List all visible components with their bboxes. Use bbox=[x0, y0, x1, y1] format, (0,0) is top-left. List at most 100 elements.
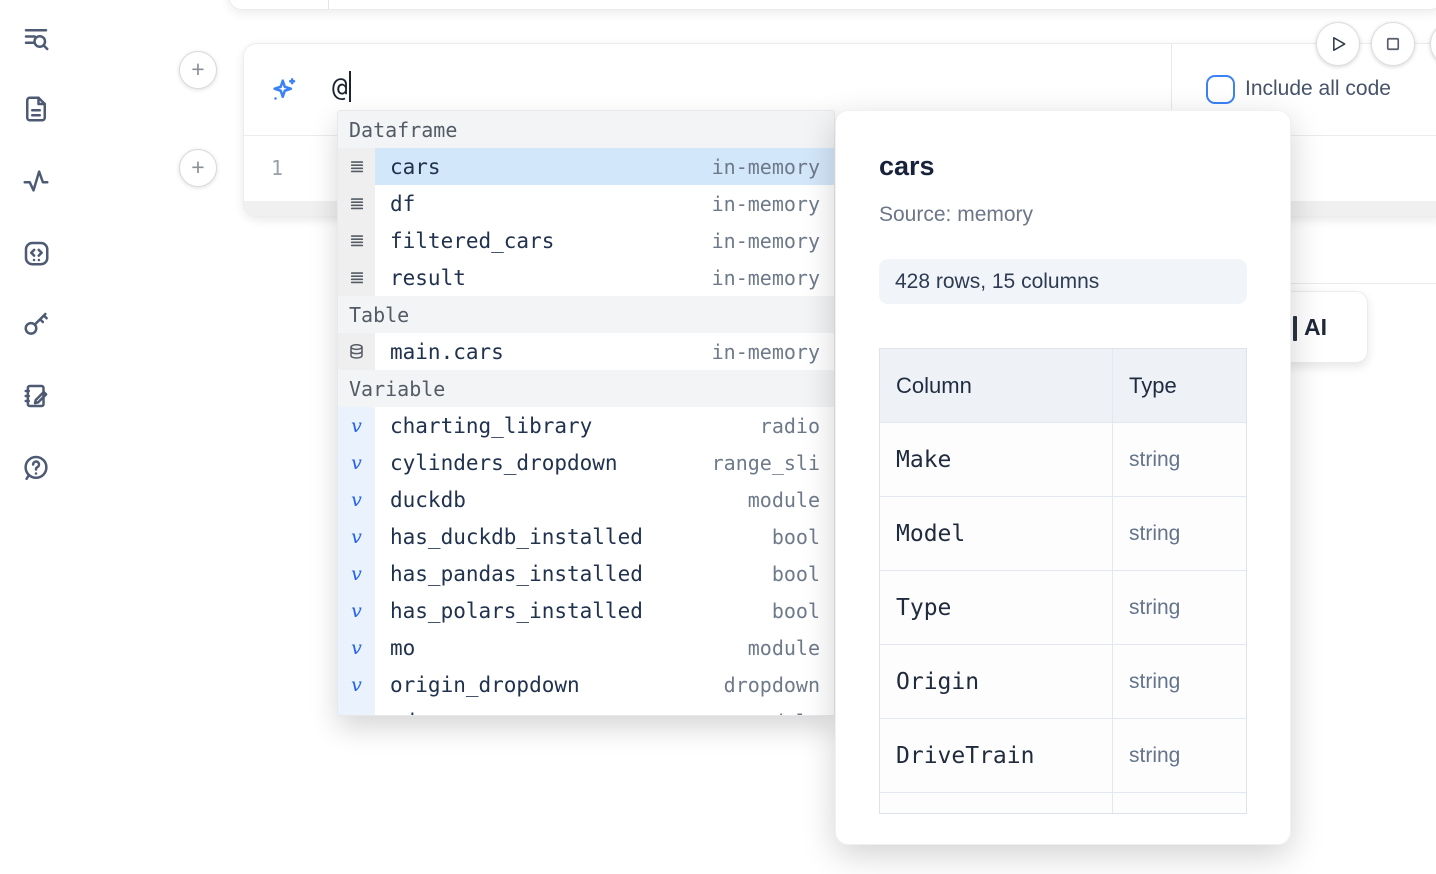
item-name: mo bbox=[390, 635, 416, 660]
item-detail: in-memory bbox=[711, 191, 820, 216]
item-detail: bool bbox=[771, 598, 820, 623]
add-cell-above-button[interactable]: + bbox=[179, 51, 217, 89]
column-type: string bbox=[1129, 595, 1181, 619]
include-all-code-label: Include all code bbox=[1245, 77, 1391, 100]
item-detail: bool bbox=[771, 524, 820, 549]
item-name: result bbox=[390, 265, 466, 290]
schema-row-origin: Origin string bbox=[880, 645, 1246, 719]
schema-row-drivetrain: DriveTrain string bbox=[880, 719, 1246, 793]
column-type: string bbox=[1129, 669, 1181, 693]
item-name: cylinders_dropdown bbox=[390, 450, 618, 475]
schema-header-row: Column Type bbox=[880, 349, 1246, 423]
variable-icon: v bbox=[338, 481, 375, 518]
notebook-pen-icon[interactable] bbox=[21, 381, 51, 411]
key-icon[interactable] bbox=[21, 309, 51, 339]
line-number: 1 bbox=[271, 156, 284, 180]
variable-icon: v bbox=[338, 703, 375, 715]
sidebar bbox=[0, 0, 72, 874]
dataframe-icon bbox=[338, 222, 375, 259]
autocomplete-item-cylinders-dropdown[interactable]: v cylinders_dropdown range_sli bbox=[338, 444, 834, 481]
autocomplete-item-has-pandas-installed[interactable]: v has_pandas_installed bool bbox=[338, 555, 834, 592]
stop-button[interactable] bbox=[1371, 22, 1415, 66]
dataframe-icon bbox=[338, 148, 375, 185]
autocomplete-item-origin-dropdown[interactable]: v origin_dropdown dropdown bbox=[338, 666, 834, 703]
prompt-divider bbox=[1171, 44, 1172, 136]
include-all-code-checkbox[interactable] bbox=[1206, 75, 1235, 104]
item-name: charting_library bbox=[390, 413, 593, 438]
item-name: cars bbox=[390, 154, 441, 179]
variable-icon: v bbox=[338, 444, 375, 481]
item-name: main.cars bbox=[390, 339, 504, 364]
code-snippet-icon[interactable] bbox=[21, 238, 51, 268]
item-detail: range_sli bbox=[711, 450, 820, 475]
schema-row-make: Make string bbox=[880, 423, 1246, 497]
autocomplete-item-df[interactable]: df in-memory bbox=[338, 185, 834, 222]
column-header: Column bbox=[880, 349, 1113, 422]
ai-button-icon-stub bbox=[1293, 316, 1297, 341]
item-name: df bbox=[390, 191, 416, 216]
variable-icon: v bbox=[338, 407, 375, 444]
previous-cell-card bbox=[228, 0, 1436, 10]
file-document-icon[interactable] bbox=[21, 94, 51, 124]
activity-icon[interactable] bbox=[21, 166, 51, 196]
column-name: Type bbox=[896, 594, 952, 621]
schema-row-type: Type string bbox=[880, 571, 1246, 645]
item-detail: bool bbox=[771, 561, 820, 586]
help-chat-icon[interactable] bbox=[21, 453, 51, 483]
run-cell-button[interactable] bbox=[1316, 22, 1360, 66]
item-name: pd bbox=[390, 710, 748, 716]
item-detail: in-memory bbox=[711, 154, 820, 179]
text-cursor bbox=[348, 71, 351, 102]
item-detail: in-memory bbox=[711, 228, 820, 253]
item-name: origin_dropdown bbox=[390, 672, 580, 697]
variable-icon: v bbox=[338, 518, 375, 555]
dataframe-icon bbox=[338, 185, 375, 222]
column-name: DriveTrain bbox=[896, 742, 1035, 769]
column-name: Make bbox=[896, 446, 952, 473]
column-type: string bbox=[1129, 743, 1181, 767]
dataframe-icon bbox=[338, 259, 375, 296]
autocomplete-item-duckdb[interactable]: v duckdb module bbox=[338, 481, 834, 518]
autocomplete-item-charting-library[interactable]: v charting_library radio bbox=[338, 407, 834, 444]
autocomplete-section-header: Variable bbox=[338, 370, 834, 407]
output-area-top-border bbox=[1243, 283, 1436, 284]
prompt-text: @ bbox=[332, 73, 348, 103]
item-name: has_pandas_installed bbox=[390, 561, 643, 586]
type-header: Type bbox=[1129, 372, 1177, 398]
schema-row-partial bbox=[880, 793, 1246, 813]
autocomplete-section-header: Table bbox=[338, 296, 834, 333]
dataframe-preview-panel: cars Source: memory 428 rows, 15 columns… bbox=[835, 110, 1291, 845]
column-name: Model bbox=[896, 520, 966, 547]
item-detail: radio bbox=[759, 413, 820, 438]
item-detail: dropdown bbox=[723, 672, 820, 697]
item-detail: in-memory bbox=[711, 339, 820, 364]
autocomplete-dropdown: Dataframe cars in-memory df in-memory filt… bbox=[337, 110, 835, 716]
shape-badge: 428 rows, 15 columns bbox=[879, 259, 1247, 304]
autocomplete-section-header: Dataframe bbox=[338, 111, 834, 148]
item-name: has_polars_installed bbox=[390, 598, 643, 623]
item-detail: module bbox=[747, 635, 820, 660]
table-database-icon bbox=[338, 333, 375, 370]
add-cell-below-button[interactable]: + bbox=[179, 149, 217, 187]
item-detail: module bbox=[748, 710, 820, 716]
previous-cell-divider bbox=[328, 0, 329, 9]
item-detail: module bbox=[747, 487, 820, 512]
schema-row-model: Model string bbox=[880, 497, 1246, 571]
column-type: string bbox=[1129, 521, 1181, 545]
ai-prompt-input[interactable]: @ bbox=[332, 71, 351, 103]
item-name: has_duckdb_installed bbox=[390, 524, 643, 549]
autocomplete-item-pd[interactable]: v pdmodule bbox=[338, 703, 834, 716]
item-name: duckdb bbox=[390, 487, 466, 512]
panel-source: Source: memory bbox=[879, 203, 1034, 226]
autocomplete-item-cars[interactable]: cars in-memory bbox=[338, 148, 834, 185]
variable-icon: v bbox=[338, 666, 375, 703]
autocomplete-item-has-duckdb-installed[interactable]: v has_duckdb_installed bool bbox=[338, 518, 834, 555]
autocomplete-item-main-cars[interactable]: main.cars in-memory bbox=[338, 333, 834, 370]
list-search-icon[interactable] bbox=[21, 24, 51, 54]
variable-icon: v bbox=[338, 555, 375, 592]
